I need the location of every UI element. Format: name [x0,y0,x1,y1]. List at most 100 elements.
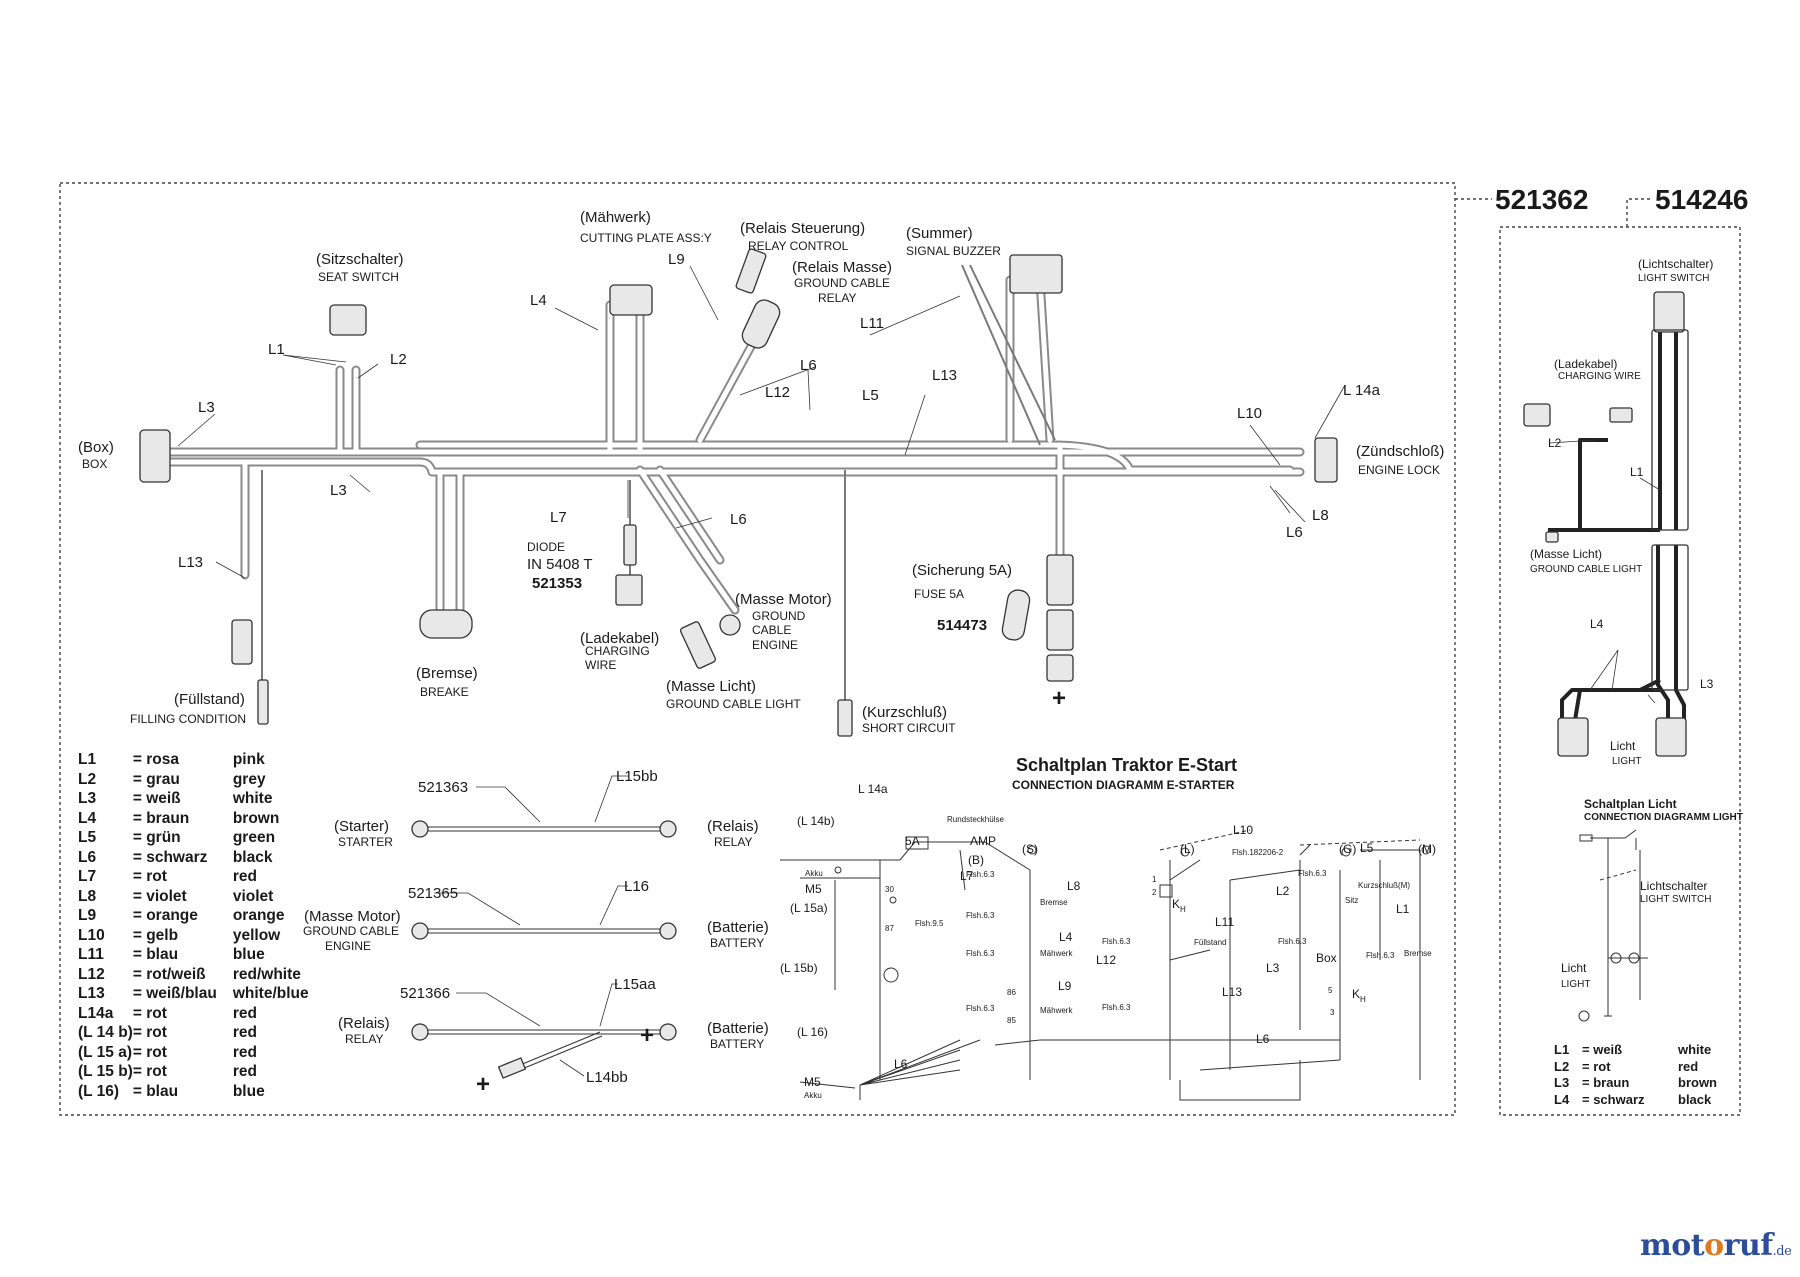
legend-code: L12 [78,965,105,983]
sch-l: (L) [1180,842,1195,856]
legend-code: L8 [78,887,97,905]
light-ground-label-en: GROUND CABLE LIGHT [1530,564,1642,575]
sch-flsh63-3: Flsh.6.3 [966,949,995,958]
legend-de: = orange [132,907,198,924]
sch-5: 5 [1328,986,1333,995]
sch-maehwerk-2: Mähwerk [1040,1006,1073,1015]
sch-l16: (L 16) [797,1025,828,1039]
sch-fuse: 5A [905,834,920,848]
box-label-en: BOX [82,457,107,471]
light-sch-licht-label: Licht [1561,961,1587,975]
sch-flsh63-4: Flsh.6.3 [966,1004,995,1013]
light-wire-l2: L2 [1548,436,1562,450]
light-charging-label-en: CHARGING WIRE [1558,371,1641,382]
light-ground-label: (Masse Licht) [1530,547,1602,561]
engine-lock-connector [1314,437,1338,483]
sch-box: Box [1316,951,1337,965]
cable-relay: 521366 L15aa L14bb + + (Relais) RELAY (B… [338,976,769,1098]
legend-code: L9 [78,907,97,924]
legend-en: red/white [232,965,301,983]
cable-ground-label-en2: ENGINE [325,939,371,953]
sch-m5: M5 [805,882,822,896]
wire-label-l2: L2 [390,351,407,368]
buzzer-label-en: SIGNAL BUZZER [906,244,1001,258]
legend-de: = rot [132,1024,167,1041]
engine-lock-label-en: ENGINE LOCK [1358,463,1440,477]
sch-flsh63-7: Flsh.6.3 [1298,869,1327,878]
cable-starter-wire: L15bb [616,768,658,785]
sch-bremse-2: Bremse [1404,949,1432,958]
engine-lock-label: (Zündschloß) [1356,443,1444,460]
legend-en: blue [232,946,265,963]
legend-en: orange [232,907,285,924]
fuse-label: (Sicherung 5A) [912,562,1012,579]
light-sch-plug [1579,834,1593,842]
sch-akku-bottom: Akku [804,1091,822,1100]
sch-s: (S) [1022,842,1038,856]
charging-label-en1: CHARGING [585,644,650,658]
main-frame [59,182,1456,1116]
seat-switch-connector [329,304,367,336]
sch-fuellstand: Füllstand [1194,938,1226,947]
schematic-ground [883,967,899,983]
part-number-main: 521362 [1495,184,1588,215]
legend-en: green [232,829,276,846]
sch-amp: AMP [970,834,996,848]
seat-switch-label: (Sitzschalter) [316,251,404,268]
fuse-part-number: 514473 [937,617,987,634]
light-legend-de: = schwarz [1582,1091,1645,1107]
legend-code: L11 [78,946,104,963]
relay-control-connector [735,248,767,294]
relay-ground-label: (Relais Masse) [792,259,892,276]
sch-l14a: L 14a [858,782,888,796]
sch-sitz: Sitz [1345,896,1358,905]
legend-code: (L 16) [78,1082,120,1100]
wire-label-l4: L4 [530,292,547,309]
part-number-light-kit: 514246 [1655,184,1748,215]
brake-label: (Bremse) [416,665,478,682]
buzzer-connector [1009,254,1063,294]
legend-code: L13 [78,985,105,1002]
brake-connector [419,609,473,639]
sch-b: (B) [968,853,984,867]
charging-label: (Ladekabel) [580,630,659,647]
legend-de: = blau [132,1082,179,1100]
light-legend-en: brown [1678,1075,1717,1090]
legend-en: red [232,1004,257,1022]
fuse-holder-mid [1046,609,1074,651]
sch-l8: L8 [1067,879,1081,893]
legend-code: L4 [78,809,97,827]
sch-kh-2: KH [1352,987,1366,1004]
sch-l12: L12 [1096,953,1116,967]
sch-2: 2 [1152,888,1157,897]
light-wire-l1: L1 [1630,465,1644,479]
wire-label-l9: L9 [668,251,685,268]
light-legend-de: = rot [1582,1058,1611,1074]
relay-ground-label-en1: GROUND CABLE [794,276,890,290]
legend-en: grey [232,770,266,788]
legend-code: L14a [78,1004,114,1022]
cable-relay-part: 521366 [400,985,450,1002]
wire-label-l7: L7 [550,509,567,526]
cable-relay-battery-label-en: BATTERY [710,1037,764,1051]
ground-light-connector [679,621,717,669]
leader-514246 [1626,198,1650,227]
wire-label-l10: L10 [1237,405,1262,422]
legend-de: = schwarz [132,848,208,866]
sch-flsh63-8: Flsh.6.3 [1278,937,1307,946]
light-kit: (Lichtschalter) LIGHT SWITCH (Ladekabel)… [1523,257,1743,1022]
short-circuit-label: (Kurzschluß) [862,704,947,721]
sch-flsh63-1: Flsh.6.3 [966,870,995,879]
light-charging-sleeve [1609,407,1633,423]
sch-l2: L2 [1276,884,1290,898]
buzzer-label: (Summer) [906,225,973,242]
sch-l15a: (L 15a) [790,901,828,915]
filling-label: (Füllstand) [174,691,245,708]
cable-starter-label: (Starter) [334,818,389,835]
